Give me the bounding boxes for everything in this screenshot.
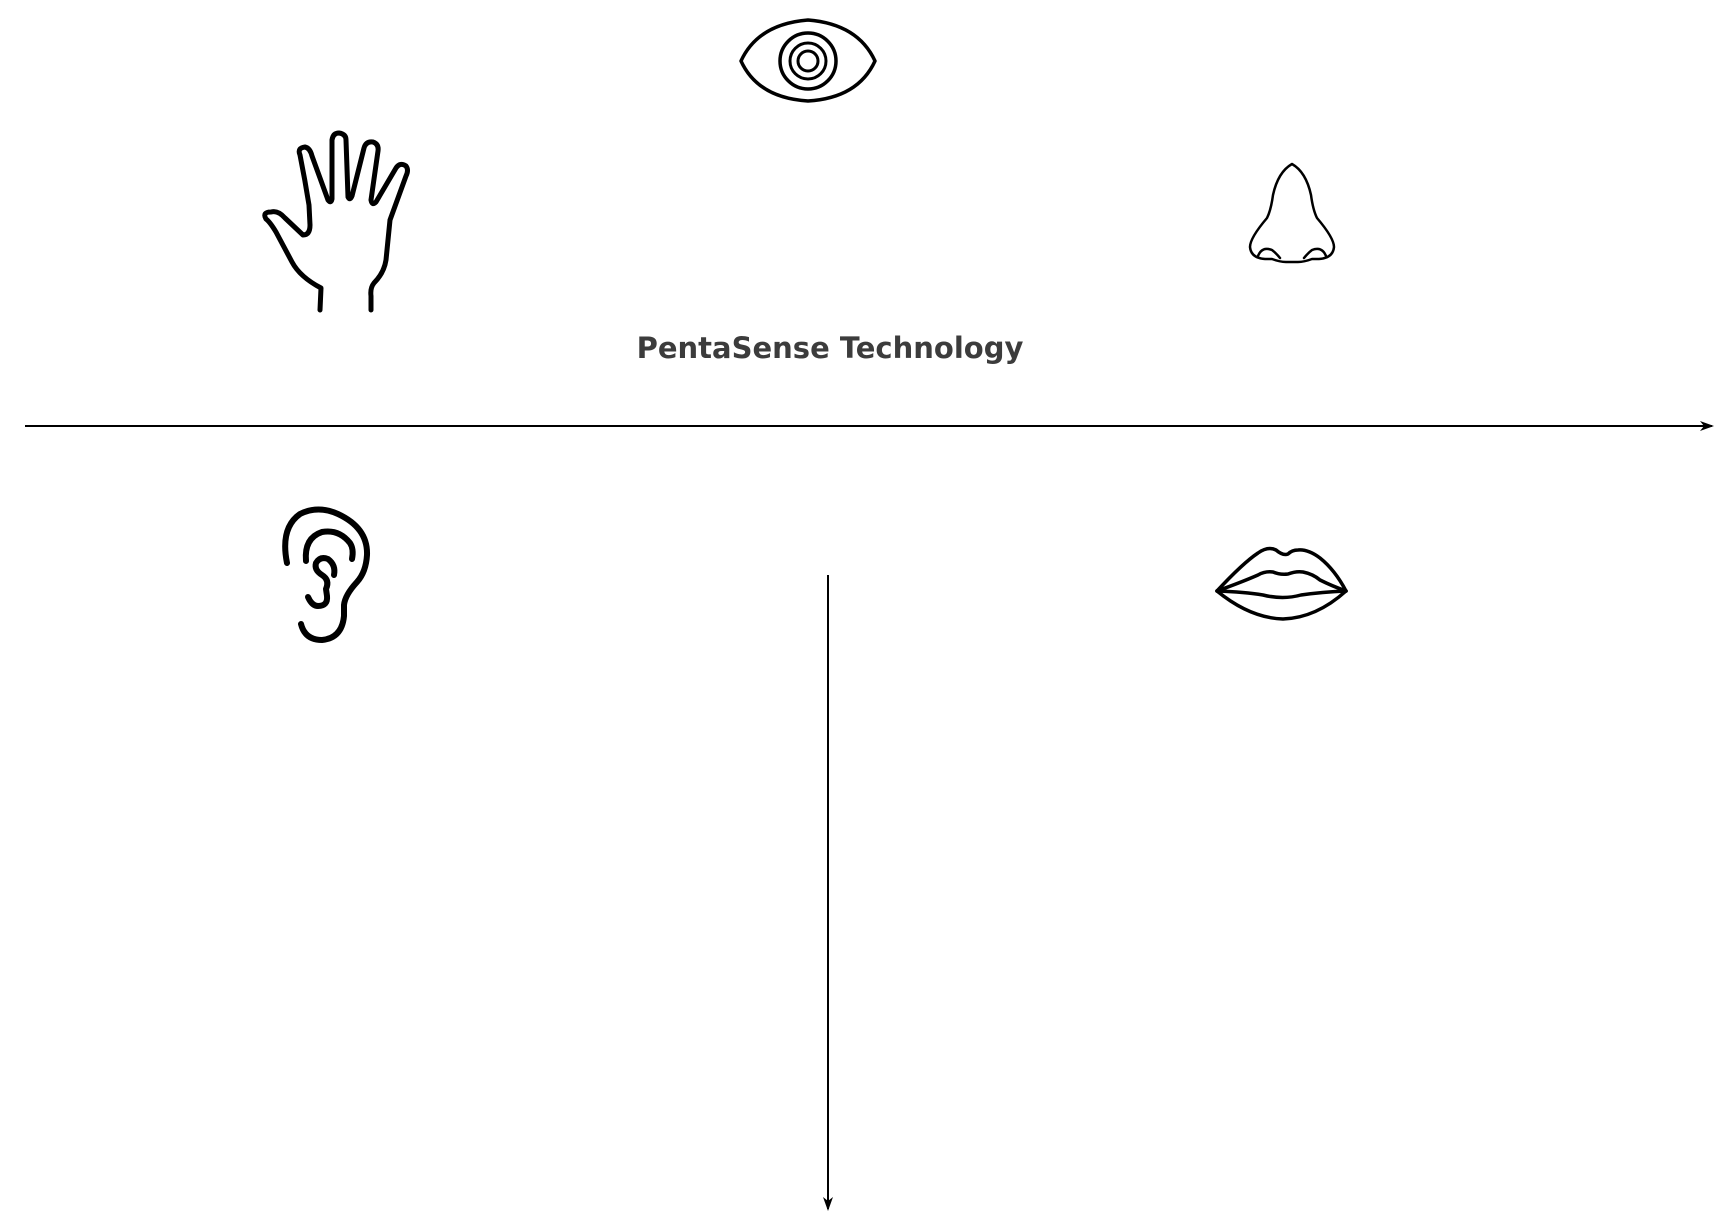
- lips-icon: [1215, 546, 1348, 621]
- eye-icon: [739, 18, 877, 103]
- ear-icon: [282, 506, 370, 643]
- nose-icon: [1248, 162, 1336, 264]
- diagram-title: PentaSense Technology: [636, 331, 1024, 365]
- hand-icon: [262, 130, 410, 313]
